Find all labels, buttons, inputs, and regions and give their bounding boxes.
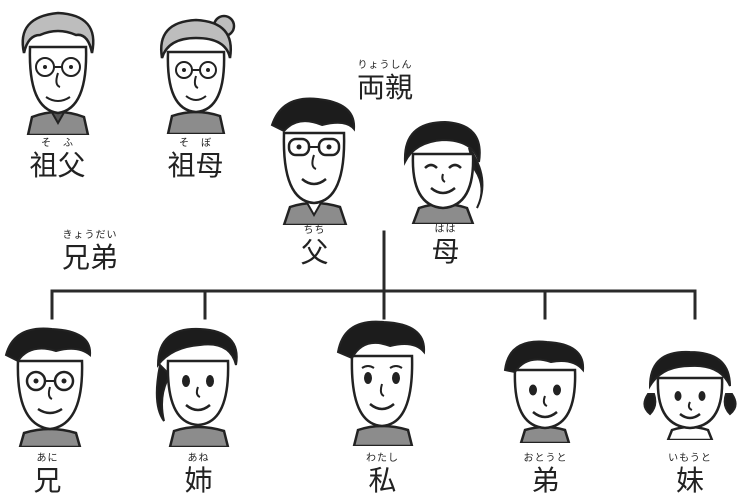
- older-sister-word: 姉: [184, 464, 213, 497]
- me-word: 私: [368, 464, 397, 497]
- younger-sister-portrait: [643, 350, 737, 440]
- grandmother-ruby: そ ぼ: [179, 138, 212, 149]
- younger-brother: おとうと 弟: [495, 338, 595, 500]
- mother-caption: はは 母: [403, 224, 488, 268]
- grandmother-word: 祖母: [167, 149, 224, 182]
- father: ちち 父: [262, 95, 367, 275]
- grandfather-ruby: そ ふ: [41, 138, 74, 149]
- younger-sister-word: 妹: [675, 464, 704, 497]
- me-ruby: わたし: [366, 453, 399, 464]
- mother: はは 母: [395, 118, 495, 275]
- younger-sister-ruby: いもうと: [668, 453, 712, 464]
- older-sister: あね 姉: [148, 325, 248, 500]
- grandfather-word: 祖父: [29, 149, 86, 182]
- parents-label: りょうしん 両親: [340, 60, 430, 104]
- older-sister-caption: あね 姉: [156, 453, 241, 497]
- older-brother-portrait: [4, 327, 92, 447]
- grandmother: そ ぼ 祖母: [148, 12, 243, 190]
- older-brother-word: 兄: [33, 464, 62, 497]
- siblings-label: きょうだい 兄弟: [40, 230, 140, 274]
- parents-ruby: りょうしん: [357, 60, 413, 71]
- younger-brother-portrait: [503, 340, 585, 443]
- older-sister-ruby: あね: [187, 453, 210, 464]
- me-portrait: [336, 320, 426, 446]
- mother-portrait: [403, 120, 484, 224]
- grandfather-caption: そ ふ 祖父: [10, 138, 105, 182]
- younger-brother-word: 弟: [531, 464, 560, 497]
- younger-sister: いもうと 妹: [640, 348, 740, 500]
- younger-sister-caption: いもうと 妹: [645, 453, 735, 497]
- grandmother-portrait: [159, 14, 236, 134]
- older-brother-ruby: あに: [36, 453, 59, 464]
- grandfather: そ ふ 祖父: [10, 5, 105, 190]
- father-ruby: ちち: [303, 225, 326, 236]
- older-sister-portrait: [155, 327, 238, 447]
- mother-word: 母: [431, 235, 460, 268]
- younger-brother-caption: おとうと 弟: [503, 453, 588, 497]
- mother-ruby: はは: [434, 224, 457, 235]
- grandfather-portrait: [21, 11, 95, 135]
- grandmother-caption: そ ぼ 祖母: [148, 138, 243, 182]
- older-brother-caption: あに 兄: [5, 453, 90, 497]
- father-word: 父: [300, 236, 329, 269]
- me-caption: わたし 私: [340, 453, 425, 497]
- siblings-ruby: きょうだい: [62, 230, 118, 241]
- older-brother: あに 兄: [0, 325, 100, 500]
- father-portrait: [270, 97, 356, 225]
- father-caption: ちち 父: [272, 225, 357, 269]
- siblings-word: 兄弟: [61, 241, 118, 274]
- parents-word: 両親: [356, 71, 413, 104]
- me: わたし 私: [330, 318, 435, 500]
- younger-brother-ruby: おとうと: [523, 453, 568, 464]
